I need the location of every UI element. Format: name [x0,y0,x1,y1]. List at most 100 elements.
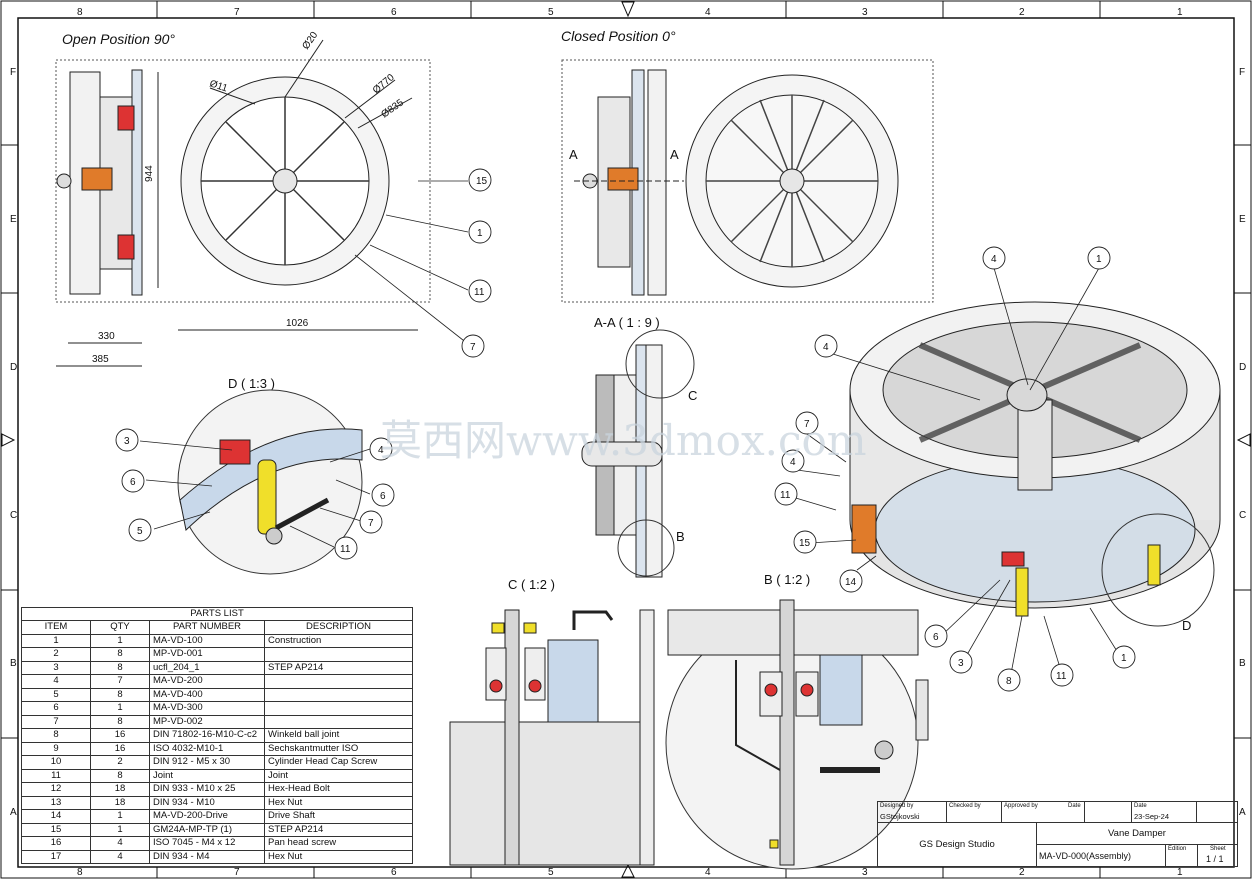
sheet-label: Sheet [1210,846,1226,852]
balloon-6a-detail-d: 6 [130,477,136,488]
view-title-open: Open Position 90° [62,31,175,47]
balloon-4c-iso: 4 [790,457,796,468]
parts-cell-item: 17 [21,849,91,864]
grid-col-1: 1 [1177,7,1183,18]
view-title-closed: Closed Position 0° [561,28,676,44]
dim-d11: Ø11 [208,78,229,94]
parts-cell-part-number: Joint [149,768,265,783]
parts-cell-qty: 18 [90,795,150,810]
balloon-4b-iso: 4 [823,342,829,353]
balloon-11a-iso: 11 [780,490,791,501]
closed-position-view: A A [561,59,934,303]
balloon-1-open: 1 [477,228,483,239]
view-title-section-aa: A-A ( 1 : 9 ) [594,315,660,330]
designed-by-value: GStojkovski [880,812,920,821]
parts-cell-qty: 2 [90,755,150,770]
title-block: Designed by GStojkovski Checked by Appro… [877,801,1238,867]
parts-cell-qty: 8 [90,687,150,702]
parts-cell-description: Pan head screw [264,836,413,851]
balloon-1a-iso: 1 [1096,254,1102,265]
balloon-14-iso: 14 [845,577,857,588]
parts-cell-qty: 1 [90,809,150,824]
section-aa-view: C B [581,329,697,578]
parts-cell-description: Joint [264,768,413,783]
parts-cell-part-number: MA-VD-400 [149,687,265,702]
header-item: ITEM [21,620,91,635]
grid-col-6: 6 [391,7,397,18]
parts-cell-item: 10 [21,755,91,770]
inner-border [17,17,1235,868]
grid-col-2-bottom: 2 [1019,867,1025,878]
balloon-3-detail-d: 3 [124,436,130,447]
grid-col-4-bottom: 4 [705,867,711,878]
approved-by-cell: Approved by Date [1001,801,1085,823]
edition-cell: Edition [1165,844,1198,867]
blank-cell-2 [1196,801,1238,823]
parts-cell-part-number: DIN 934 - M4 [149,849,265,864]
dim-1026: 1026 [286,318,309,329]
parts-cell-item: 1 [21,633,91,648]
dim-385: 385 [92,354,109,365]
balloon-7-detail-d: 7 [368,518,374,529]
view-title-detail-b: B ( 1:2 ) [764,572,810,587]
parts-cell-part-number: MA-VD-100 [149,633,265,648]
parts-cell-description [264,714,413,729]
parts-cell-qty: 16 [90,741,150,756]
sheet-cell: Sheet 1 / 1 [1197,844,1238,867]
balloon-6b-detail-d: 6 [380,491,386,502]
grid-row-c: C [10,510,17,521]
grid-row-a: A [10,807,17,818]
balloon-7-iso: 7 [804,419,810,430]
parts-cell-part-number: DIN 912 - M5 x 30 [149,755,265,770]
view-title-detail-d: D ( 1:3 ) [228,376,275,391]
grid-col-3-bottom: 3 [862,867,868,878]
grid-row-c-right: C [1239,510,1246,521]
parts-cell-item: 2 [21,647,91,662]
parts-cell-item: 11 [21,768,91,783]
date-label-2: Date [1134,803,1147,809]
parts-cell-description [264,674,413,689]
center-mark-right [1236,433,1251,447]
balloon-8-iso: 8 [1006,676,1012,687]
date-cell: Date 23-Sep-24 [1131,801,1197,823]
parts-cell-part-number: MP-VD-002 [149,714,265,729]
grid-row-b: B [10,658,17,669]
parts-cell-description: STEP AP214 [264,822,413,837]
header-qty: QTY [90,620,150,635]
designed-by-label: Designed by [880,803,914,809]
parts-cell-description [264,647,413,662]
balloon-11-detail-d: 11 [340,544,351,555]
parts-cell-item: 16 [21,836,91,851]
balloon-7-open: 7 [470,342,476,353]
balloon-15-iso: 15 [799,538,811,549]
header-description: DESCRIPTION [264,620,413,635]
grid-row-f-right: F [1239,67,1245,78]
date-value: 23-Sep-24 [1134,812,1170,821]
parts-cell-description [264,687,413,702]
parts-cell-description: STEP AP214 [264,660,413,675]
parts-cell-part-number: DIN 933 - M10 x 25 [149,782,265,797]
parts-cell-qty: 8 [90,768,150,783]
detail-d-view [177,389,363,575]
parts-cell-item: 14 [21,809,91,824]
date-label-1: Date [1068,803,1081,809]
balloon-11-open: 11 [474,287,485,298]
balloon-15-open: 15 [476,176,488,187]
parts-cell-qty: 7 [90,674,150,689]
grid-row-b-right: B [1239,658,1246,669]
grid-col-5-bottom: 5 [548,867,554,878]
balloon-4-detail-d: 4 [378,445,384,456]
parts-cell-item: 8 [21,728,91,743]
